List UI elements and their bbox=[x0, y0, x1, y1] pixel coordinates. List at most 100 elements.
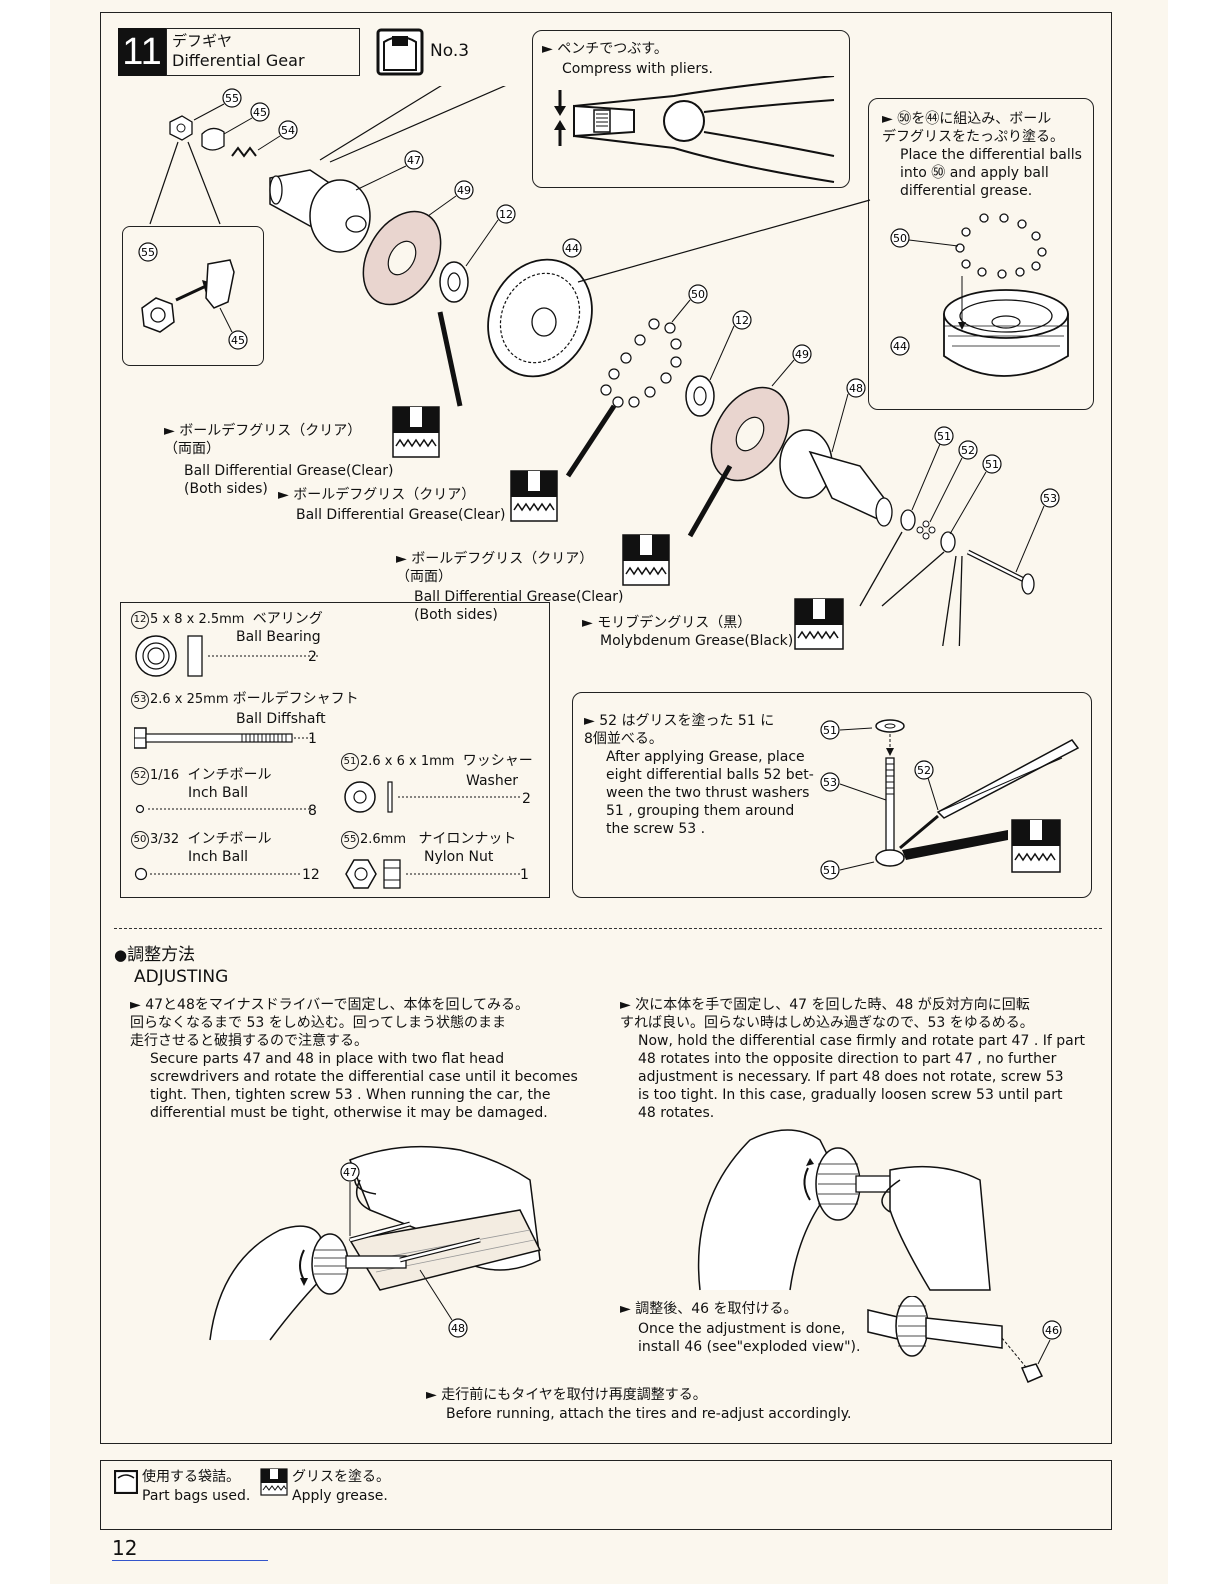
label-51b: 51 bbox=[985, 458, 999, 471]
label-51a: 51 bbox=[937, 430, 951, 443]
part-50-name: Inch Ball bbox=[188, 849, 248, 865]
label-51c: 51 bbox=[823, 724, 837, 737]
grease-icon-2 bbox=[510, 470, 558, 522]
part-55-name: Nylon Nut bbox=[424, 849, 494, 865]
balls-text-en: Place the differential balls into ㊿ and … bbox=[900, 147, 1082, 199]
grease3-text-en: Ball Differential Grease(Clear) (Both si… bbox=[414, 589, 624, 623]
balls-callout bbox=[868, 98, 1094, 410]
label-54: 54 bbox=[281, 124, 295, 137]
legend-grease-en: Apply grease. bbox=[292, 1488, 388, 1504]
manual-page: 11 デフギヤ Differential Gear No.3 ► ペンチでつぶす… bbox=[50, 0, 1168, 1584]
part-55-image bbox=[345, 859, 520, 889]
part-51-image bbox=[344, 781, 520, 813]
label-50a: 50 bbox=[691, 288, 705, 301]
label-47: 47 bbox=[407, 154, 421, 167]
label-48b: 48 bbox=[451, 1322, 465, 1335]
final-note-jp: ► 走行前にもタイヤを取付け再度調整する。 bbox=[426, 1387, 707, 1403]
legend-box bbox=[100, 1460, 1112, 1530]
nut-inset bbox=[122, 226, 264, 366]
label-50: 50 bbox=[893, 232, 907, 245]
gear-with-balls-illustration: 50 44 bbox=[890, 213, 1069, 377]
part-53-name: Ball Diffshaft bbox=[236, 711, 326, 727]
step-title-en: Differential Gear bbox=[172, 51, 305, 70]
adjust-right-en: Now, hold the differential case firmly a… bbox=[638, 1033, 1085, 1121]
part-52-qty: 8 bbox=[308, 803, 317, 819]
final-note-en: Before running, attach the tires and re-… bbox=[446, 1406, 852, 1422]
install-text-en: Once the adjustment is done, install 46 … bbox=[638, 1321, 861, 1355]
label-44: 44 bbox=[565, 242, 579, 255]
part-12-name: Ball Bearing bbox=[236, 629, 321, 645]
grease3-text-jp: ► ボールデフグリス（クリア） （両面） bbox=[396, 551, 594, 585]
step-number-badge: 11 bbox=[118, 28, 166, 76]
adjust-left-illustration: 47 48 bbox=[209, 1145, 542, 1341]
moly-text-en: Molybdenum Grease(Black) bbox=[600, 633, 794, 649]
grease1-text-jp: ► ボールデフグリス（クリア） （両面） bbox=[164, 423, 362, 457]
legend-bag-jp: 使用する袋詰。 bbox=[142, 1469, 240, 1485]
label-53a: 53 bbox=[1043, 492, 1057, 505]
part-52-image bbox=[135, 804, 310, 814]
pliers-callout bbox=[532, 30, 850, 188]
step-frame bbox=[100, 12, 1112, 1444]
legend-bag-en: Part bags used. bbox=[142, 1488, 251, 1504]
label-46b: 46 bbox=[1045, 1324, 1059, 1337]
grease2-text-en: Ball Differential Grease(Clear) bbox=[296, 507, 506, 523]
bag-number: No.3 bbox=[430, 41, 470, 61]
part-51-qty: 2 bbox=[522, 791, 531, 807]
legend-grease-jp: グリスを塗る。 bbox=[292, 1469, 390, 1485]
grease-icon-1 bbox=[392, 406, 440, 458]
label-55: 55 bbox=[225, 92, 239, 105]
part-50-qty: 12 bbox=[302, 867, 320, 883]
part-52-name: Inch Ball bbox=[188, 785, 248, 801]
step-title-box bbox=[166, 28, 360, 76]
part-12-image bbox=[135, 635, 320, 677]
thrust-text-en: After applying Grease, place eight diffe… bbox=[606, 749, 814, 837]
adjust-right-jp: ► 次に本体を手で固定し、47 を回した時、48 が反対方向に回転 すれば良い。… bbox=[620, 997, 1034, 1031]
adjust-left-jp: ► 47と48をマイナスドライバーで固定し、本体を回してみる。 回らなくなるまで… bbox=[130, 997, 530, 1049]
label-55b: 55 bbox=[141, 246, 155, 259]
parts-list-mask bbox=[362, 740, 552, 750]
pliers-text-jp: ► ペンチでつぶす。 bbox=[542, 41, 668, 57]
step-title-jp: デフギヤ bbox=[172, 32, 233, 50]
bag-icon bbox=[376, 28, 424, 76]
grease1-text-en: Ball Differential Grease(Clear) (Both si… bbox=[184, 463, 394, 497]
label-49: 49 bbox=[457, 184, 471, 197]
parts-list bbox=[120, 602, 550, 898]
page-number-underline bbox=[112, 1560, 268, 1561]
part-51-name: Washer bbox=[466, 773, 519, 789]
label-45: 45 bbox=[253, 106, 267, 119]
label-45b: 45 bbox=[231, 334, 245, 347]
moly-text-jp: ► モリブデングリス（黒） bbox=[582, 615, 752, 631]
grease-icon-3 bbox=[622, 534, 670, 586]
legend-bag-icon bbox=[114, 1470, 138, 1494]
label-12a: 12 bbox=[499, 208, 513, 221]
adjusting-heading-jp: ●調整方法 bbox=[114, 945, 196, 965]
exploded-view-illustration: 55 45 54 47 49 12 bbox=[149, 86, 1060, 646]
thrust-illustration: 51 53 52 51 bbox=[820, 719, 1080, 880]
part-50-image bbox=[134, 867, 302, 881]
install-text-jp: ► 調整後、46 を取付ける。 bbox=[620, 1301, 798, 1317]
section-divider bbox=[114, 928, 1102, 929]
label-49b: 49 bbox=[795, 348, 809, 361]
part-53-image bbox=[134, 727, 312, 749]
part-53-qty: 1 bbox=[308, 731, 317, 747]
install-illustration: 46 bbox=[867, 1296, 1062, 1383]
balls-text-jp: ► ㊿を㊹に組込み、ボール デフグリスをたっぷり塗る。 bbox=[882, 111, 1064, 145]
label-48: 48 bbox=[849, 382, 863, 395]
page-number: 12 bbox=[112, 1536, 138, 1560]
label-47b: 47 bbox=[343, 1166, 357, 1179]
thrust-callout bbox=[572, 692, 1092, 898]
adjust-left-en: Secure parts 47 and 48 in place with two… bbox=[150, 1051, 578, 1121]
label-12b: 12 bbox=[735, 314, 749, 327]
label-44b: 44 bbox=[893, 340, 907, 353]
part-12-qty: 2 bbox=[308, 649, 317, 665]
pliers-text-en: Compress with pliers. bbox=[562, 61, 713, 77]
grease2-text-jp: ► ボールデフグリス（クリア） bbox=[278, 487, 476, 503]
legend-grease-icon bbox=[260, 1468, 288, 1496]
adjust-right-illustration bbox=[697, 1129, 991, 1291]
